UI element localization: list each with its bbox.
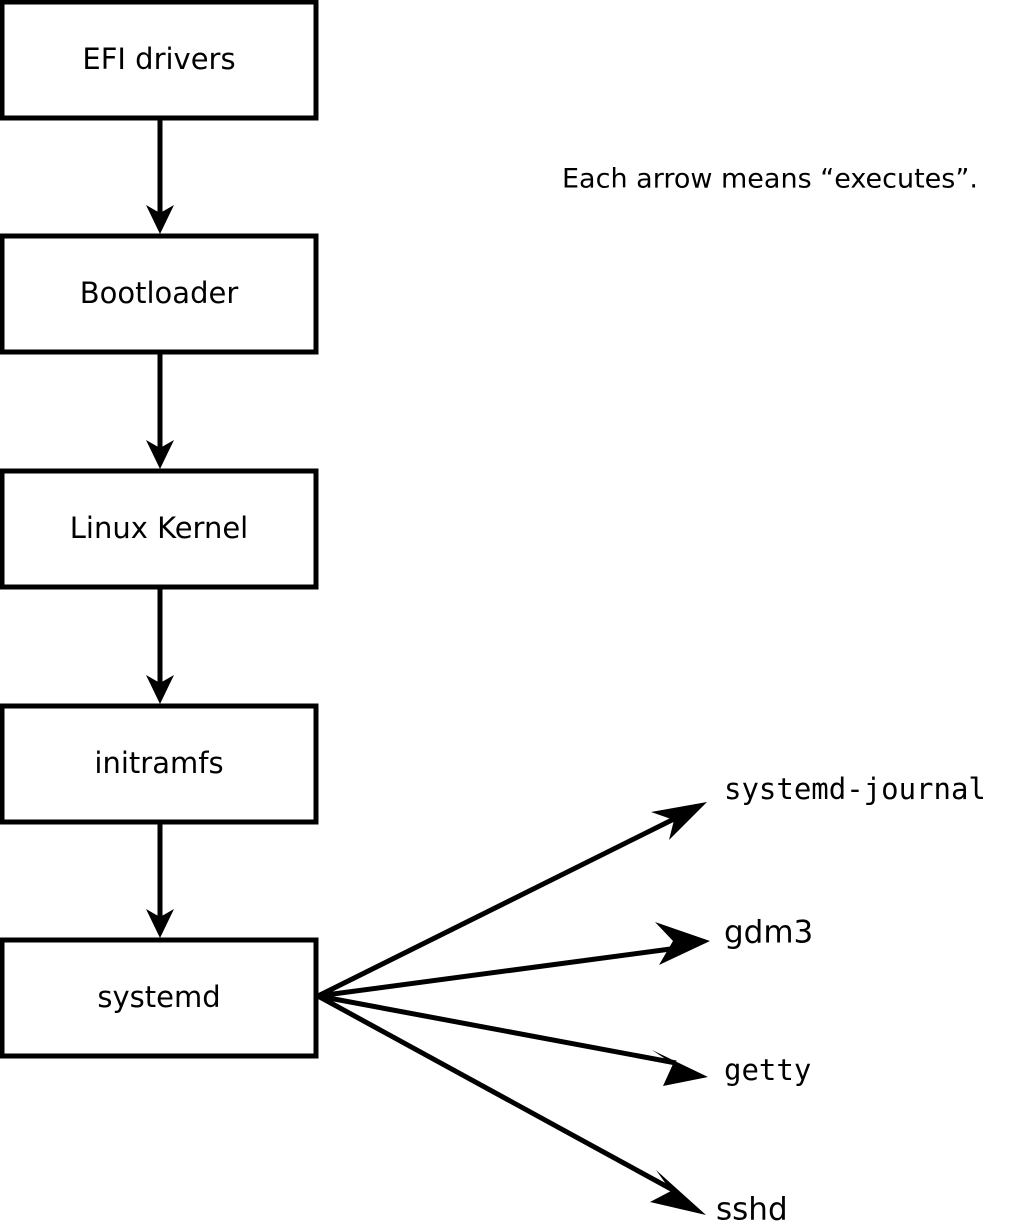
arrow-head-icon xyxy=(652,1050,708,1086)
arrow-shaft xyxy=(316,993,675,1193)
arrow-head-icon xyxy=(655,922,710,965)
arrow-head-icon xyxy=(650,1170,706,1215)
node-label: systemd xyxy=(97,980,220,1014)
leaf-label-sshd: sshd xyxy=(716,1192,788,1228)
chain-arrow-initramfs-to-systemd xyxy=(146,822,174,938)
node-label: Linux Kernel xyxy=(70,511,248,545)
chain-arrow-kernel-to-initramfs xyxy=(146,587,174,704)
arrow-head-icon xyxy=(651,802,707,840)
node-efi-drivers[interactable]: EFI drivers xyxy=(0,0,319,121)
arrow-shaft xyxy=(317,993,677,1066)
node-systemd[interactable]: systemd xyxy=(0,937,319,1059)
arrow-head-icon xyxy=(146,909,174,938)
node-box xyxy=(0,937,319,1059)
fanout-arrow-sshd xyxy=(316,993,706,1215)
node-label: Bootloader xyxy=(80,276,239,310)
arrow-head-icon xyxy=(146,675,174,704)
fanout-arrow-gdm3 xyxy=(317,922,710,999)
node-bootloader[interactable]: Bootloader xyxy=(0,233,319,355)
node-box xyxy=(0,703,319,825)
node-box xyxy=(0,0,319,121)
leaf-label-gdm3: gdm3 xyxy=(724,915,813,951)
arrow-head-icon xyxy=(146,440,174,469)
arrow-shaft xyxy=(317,945,679,999)
node-label: initramfs xyxy=(94,746,223,780)
node-label: EFI drivers xyxy=(82,42,235,76)
node-box xyxy=(0,233,319,355)
node-box xyxy=(0,468,319,590)
chain-arrow-efi-to-bootloader xyxy=(146,118,174,234)
chain-arrow-bootloader-to-kernel xyxy=(146,352,174,469)
leaf-label-systemd-journal: systemd-journal xyxy=(724,772,986,806)
arrow-head-icon xyxy=(146,205,174,234)
arrow-shaft xyxy=(316,815,678,999)
leaf-label-getty: getty xyxy=(724,1053,811,1087)
node-linux-kernel[interactable]: Linux Kernel xyxy=(0,468,319,590)
node-initramfs[interactable]: initramfs xyxy=(0,703,319,825)
fanout-arrow-systemd-journal xyxy=(316,802,707,999)
fanout-arrow-getty xyxy=(317,993,708,1086)
caption-each-arrow-means-executes: Each arrow means “executes”. xyxy=(562,164,978,195)
